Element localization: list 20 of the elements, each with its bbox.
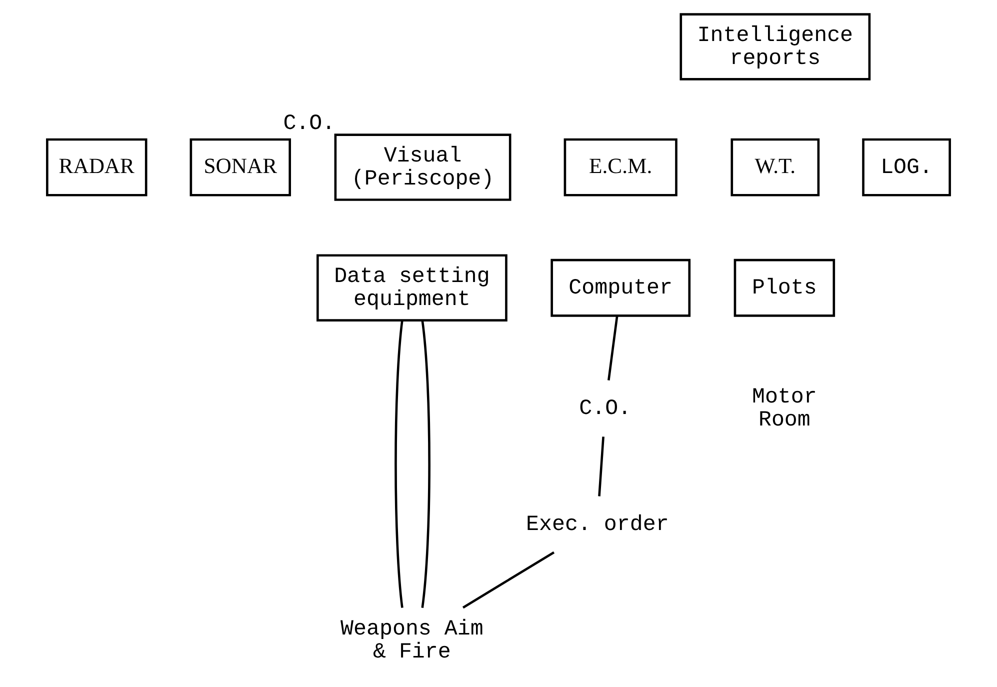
label: Motor Room <box>752 386 817 433</box>
node-text: C.O. <box>579 397 632 422</box>
node-box: Data setting equipment <box>316 254 508 322</box>
connector <box>462 551 555 609</box>
connector <box>607 316 618 380</box>
node-box: Visual (Periscope) <box>334 134 512 201</box>
node-box: W.T. <box>730 138 820 196</box>
node-box: RADAR <box>46 138 148 196</box>
node-box: SONAR <box>190 138 291 196</box>
node-text: Weapons Aim & Fire <box>340 617 484 665</box>
node-box: E.C.M. <box>564 138 678 196</box>
connector <box>394 320 404 608</box>
node-box: Computer <box>550 258 691 317</box>
connector <box>598 436 604 496</box>
node-box: Plots <box>734 258 836 317</box>
connector <box>421 320 430 608</box>
node-text: Exec. order <box>526 513 669 538</box>
node-box: LOG. <box>862 138 951 196</box>
node-box: Intelligence reports <box>680 13 871 80</box>
node-label: C.O. <box>283 112 336 136</box>
